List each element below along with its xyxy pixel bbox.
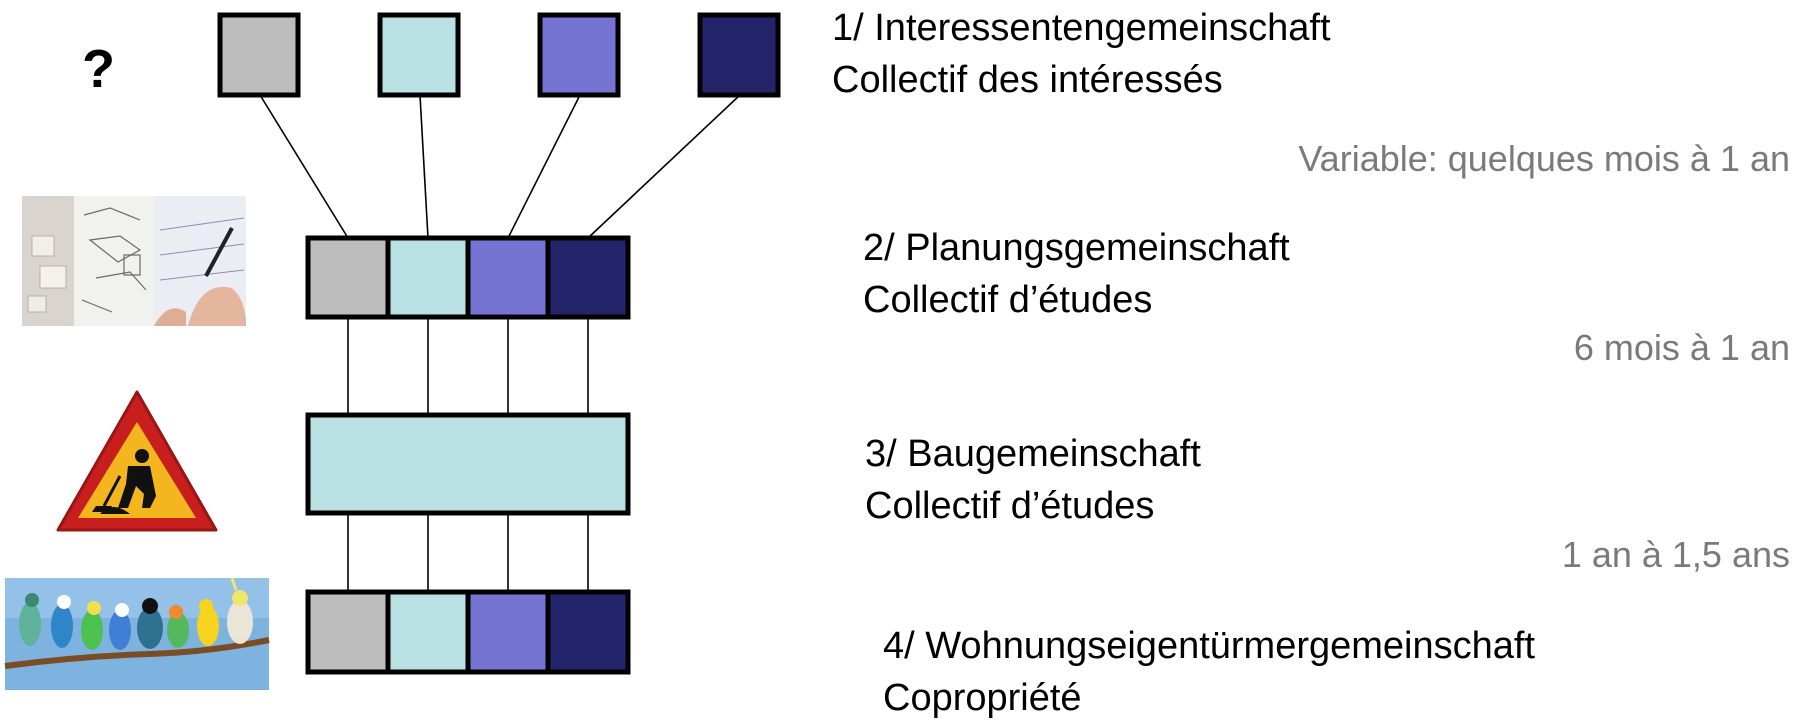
group4-navy [548,592,628,672]
group2-light-cyan [388,238,468,317]
sketch-photo-icon [22,196,246,326]
connector-lines-top [259,94,741,239]
stage-1-german-label: 1/ Interessentengemeinschaft [832,7,1331,49]
stage-2-french-label: Collectif d’études [863,279,1153,321]
group4-gray [308,592,388,672]
stage-2-group [305,235,631,320]
stage-4-group [305,589,631,675]
unknown-question-mark: ? [82,39,115,99]
member-square-gray [217,12,301,98]
group2-purple [468,238,548,317]
stage-3-merged-bar [305,412,631,516]
stage-1-french-label: Collectif des intéressés [832,59,1223,101]
construction-sign-icon [56,390,218,532]
stage-1-duration: Variable: quelques mois à 1 an [1298,138,1790,179]
stage-4-german-label: 4/ Wohnungseigentürmergemeinschaft [883,625,1536,667]
connector-lines-bottom [347,513,589,592]
stage-4-label: 4/ Wohnungseigentürmergemeinschaft Copro… [883,620,1535,724]
group4-light-cyan [388,592,468,672]
stage-3-duration: 1 an à 1,5 ans [1561,534,1790,575]
member-square-light-cyan [377,12,461,98]
stage-2-german-label: 2/ Planungsgemeinschaft [863,227,1290,269]
group2-gray [308,238,388,317]
birds-on-branch-icon [4,577,270,690]
stage-3-french-label: Collectif d’études [865,485,1155,527]
group4-purple [468,592,548,672]
stage-4-french-label: Copropriété [883,677,1082,719]
stage-2-duration: 6 mois à 1 an [1573,327,1790,368]
stage-3-label: 3/ Baugemeinschaft Collectif d’études [865,428,1201,532]
stage-1-members [217,12,781,98]
stage-2-label: 2/ Planungsgemeinschaft Collectif d’étud… [863,222,1290,326]
member-square-purple [537,12,621,98]
stage-3-german-label: 3/ Baugemeinschaft [865,433,1201,475]
member-square-navy [697,12,781,98]
group2-navy [548,238,628,317]
stage-1-label: 1/ Interessentengemeinschaft Collectif d… [832,2,1331,106]
connector-lines-middle [347,317,589,415]
